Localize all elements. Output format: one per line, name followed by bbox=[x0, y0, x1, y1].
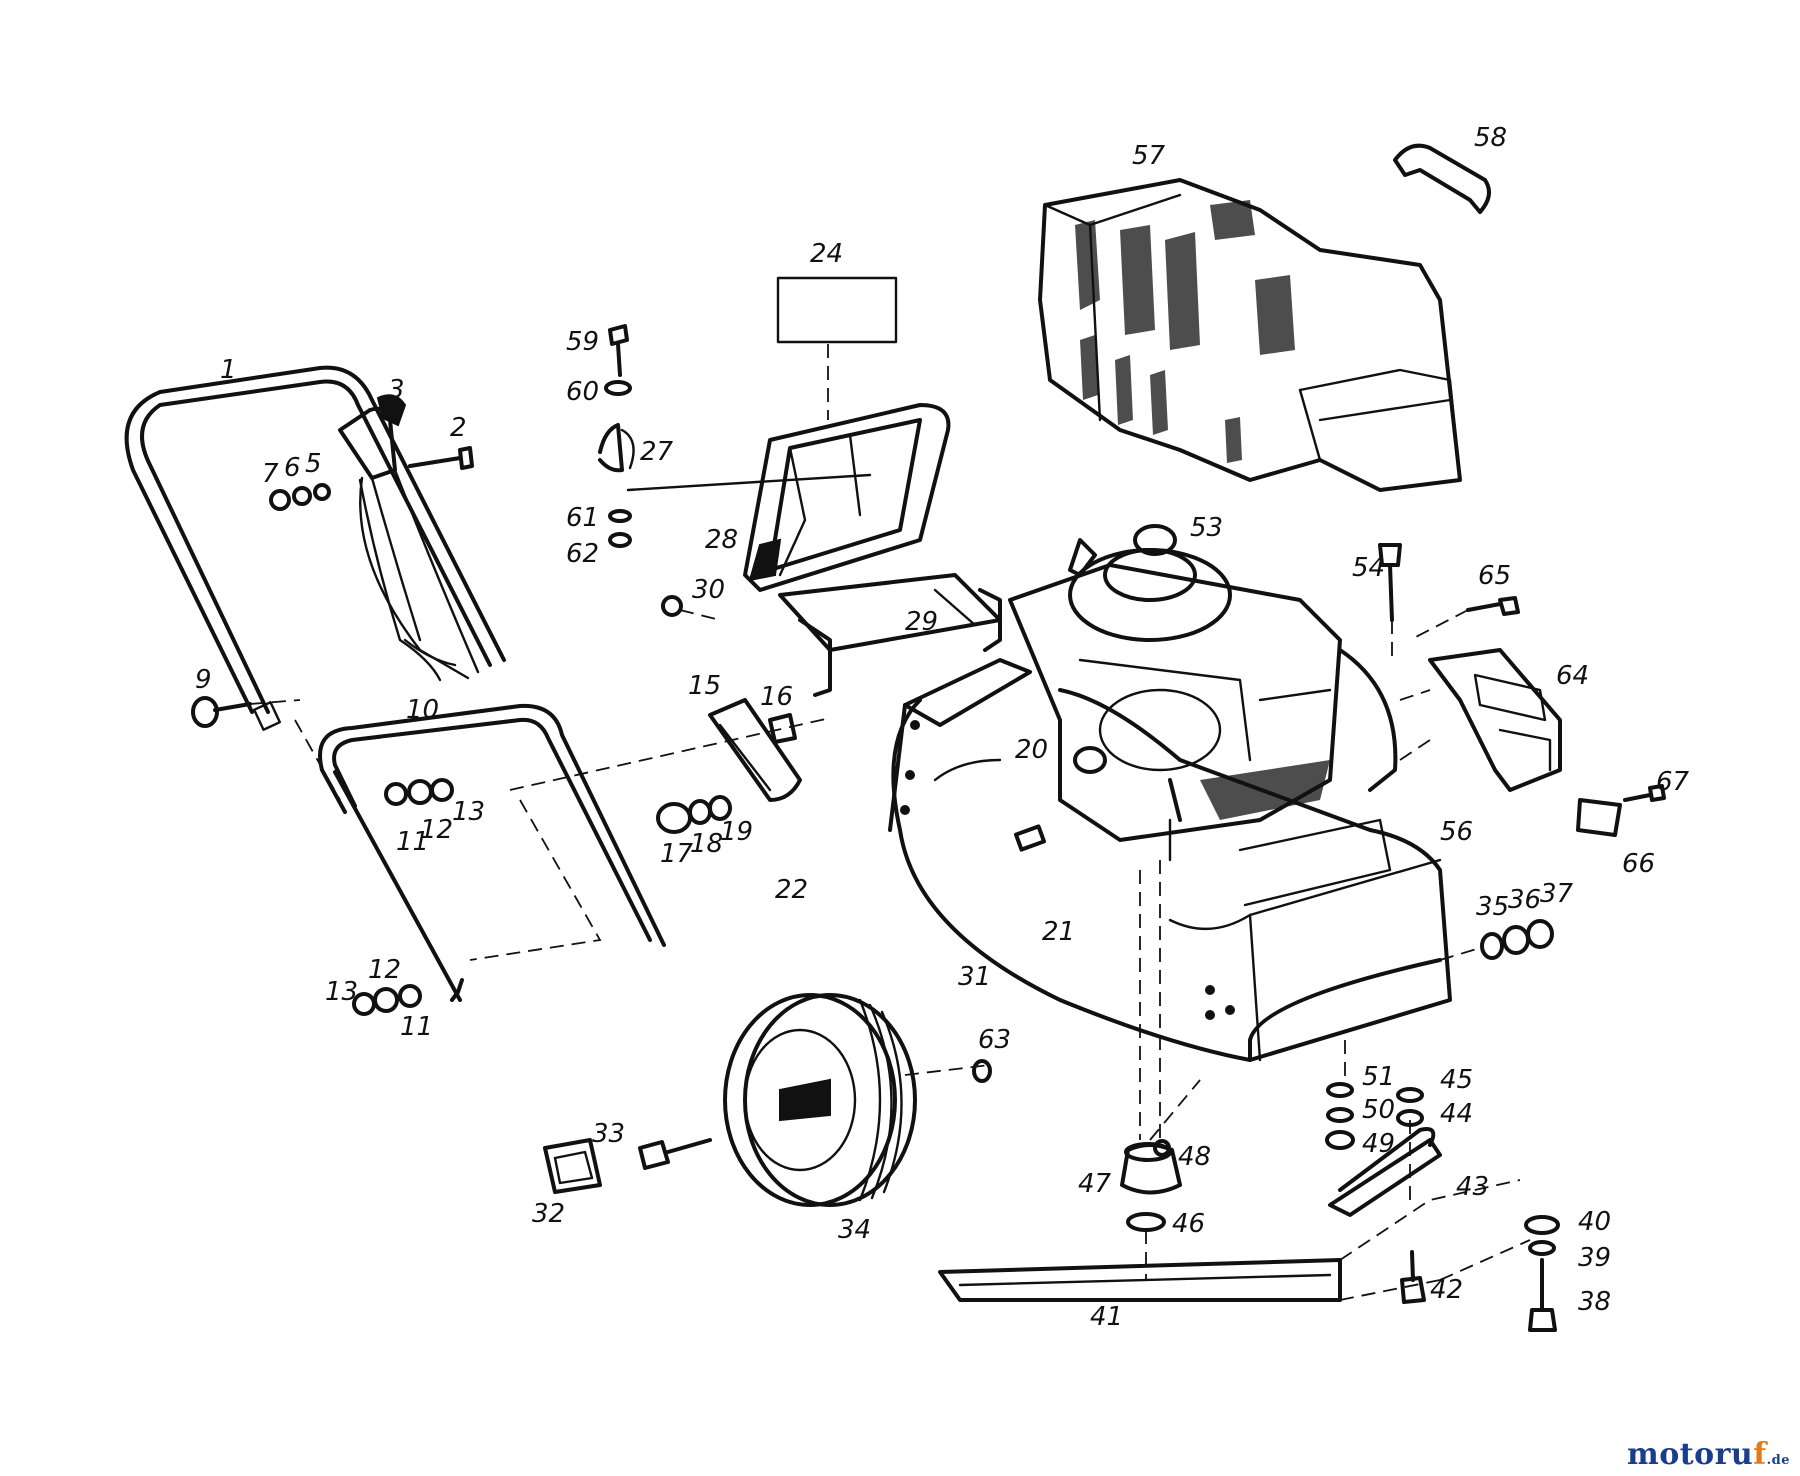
label-36: 36 bbox=[1508, 885, 1541, 915]
label-53: 53 bbox=[1190, 513, 1223, 543]
knob-bolt-9 bbox=[191, 696, 301, 728]
bracket-43 bbox=[1325, 1040, 1442, 1217]
label-33: 33 bbox=[592, 1119, 625, 1149]
axle-bolt bbox=[543, 1138, 712, 1194]
bolt-38 bbox=[1439, 1215, 1560, 1332]
label-66: 66 bbox=[1622, 849, 1655, 879]
clip-assembly bbox=[598, 324, 872, 548]
rear-flap-bracket bbox=[1399, 596, 1666, 837]
label-15: 15 bbox=[688, 671, 721, 701]
label-50: 50 bbox=[1362, 1095, 1395, 1125]
watermark-part3: .de bbox=[1766, 1453, 1790, 1468]
label-5: 5 bbox=[305, 449, 322, 479]
label-13-b: 13 bbox=[325, 977, 358, 1007]
watermark-part1: motoru bbox=[1626, 1437, 1754, 1472]
label-51: 51 bbox=[1362, 1062, 1395, 1092]
label-21: 21 bbox=[1042, 917, 1075, 947]
label-64: 64 bbox=[1556, 661, 1589, 691]
label-61: 61 bbox=[566, 503, 599, 533]
label-49: 49 bbox=[1362, 1129, 1395, 1159]
grass-catcher bbox=[1038, 178, 1462, 492]
label-12-b: 12 bbox=[368, 955, 401, 985]
label-57: 57 bbox=[1132, 141, 1166, 171]
label-38: 38 bbox=[1578, 1287, 1611, 1317]
label-31: 31 bbox=[958, 962, 991, 992]
label-30: 30 bbox=[692, 575, 725, 605]
wheel bbox=[723, 993, 992, 1207]
label-43: 43 bbox=[1456, 1172, 1489, 1202]
watermark-part2: f bbox=[1753, 1437, 1767, 1472]
label-13-a: 13 bbox=[452, 797, 485, 827]
screw-2 bbox=[269, 446, 474, 511]
label-59: 59 bbox=[566, 327, 599, 357]
label-39: 39 bbox=[1578, 1243, 1611, 1273]
blade-adapter bbox=[1120, 860, 1201, 1280]
carry-handle bbox=[1393, 143, 1491, 214]
label-65: 65 bbox=[1478, 561, 1511, 591]
label-35: 35 bbox=[1476, 892, 1509, 922]
label-62: 62 bbox=[566, 539, 599, 569]
label-19: 19 bbox=[720, 817, 753, 847]
label-6: 6 bbox=[284, 453, 301, 483]
engine bbox=[1008, 524, 1398, 862]
lower-handle bbox=[294, 703, 831, 1016]
label-2: 2 bbox=[450, 413, 467, 443]
label-42: 42 bbox=[1430, 1275, 1463, 1305]
label-45: 45 bbox=[1440, 1065, 1473, 1095]
label-44: 44 bbox=[1440, 1099, 1473, 1129]
label-28: 28 bbox=[705, 525, 738, 555]
label-54: 54 bbox=[1352, 553, 1385, 583]
switch-lever bbox=[338, 394, 480, 682]
label-22: 22 bbox=[775, 875, 808, 905]
mower-deck bbox=[888, 658, 1452, 1062]
label-3: 3 bbox=[388, 375, 405, 405]
handle-bracket bbox=[656, 698, 802, 834]
label-41: 41 bbox=[1090, 1302, 1123, 1332]
label-20: 20 bbox=[1015, 735, 1048, 765]
label-46: 46 bbox=[1172, 1209, 1205, 1239]
label-58: 58 bbox=[1474, 123, 1507, 153]
label-10: 10 bbox=[406, 695, 439, 725]
label-11-b: 11 bbox=[400, 1012, 433, 1042]
label-11-a: 11 bbox=[396, 827, 429, 857]
washer-set-35-37 bbox=[1439, 919, 1554, 961]
label-32: 32 bbox=[532, 1199, 565, 1229]
label-9: 9 bbox=[195, 665, 212, 695]
label-12-a: 12 bbox=[420, 815, 453, 845]
rear-bracket bbox=[661, 573, 1002, 697]
label-18: 18 bbox=[690, 829, 723, 859]
label-34: 34 bbox=[838, 1215, 871, 1245]
label-1: 1 bbox=[220, 355, 237, 385]
label-47: 47 bbox=[1078, 1169, 1112, 1199]
blade bbox=[938, 1179, 1521, 1304]
watermark-logo: motoruf.de bbox=[1627, 1437, 1790, 1472]
label-67: 67 bbox=[1656, 767, 1690, 797]
label-63: 63 bbox=[978, 1025, 1011, 1055]
label-7: 7 bbox=[262, 459, 279, 489]
label-29: 29 bbox=[905, 607, 938, 637]
label-27: 27 bbox=[640, 437, 674, 467]
label-56: 56 bbox=[1440, 817, 1473, 847]
upper-handle bbox=[124, 365, 506, 731]
label-16: 16 bbox=[760, 682, 793, 712]
label-24: 24 bbox=[810, 239, 843, 269]
label-40: 40 bbox=[1578, 1207, 1611, 1237]
label-37: 37 bbox=[1540, 879, 1574, 909]
label-60: 60 bbox=[566, 377, 599, 407]
part-number-labels: 1 2 3 5 6 7 9 10 11 12 13 13 12 11 15 16… bbox=[195, 123, 1690, 1332]
bolt-54 bbox=[1378, 543, 1402, 660]
label-17: 17 bbox=[660, 839, 694, 869]
bag-frame bbox=[743, 276, 951, 592]
label-48: 48 bbox=[1178, 1142, 1211, 1172]
